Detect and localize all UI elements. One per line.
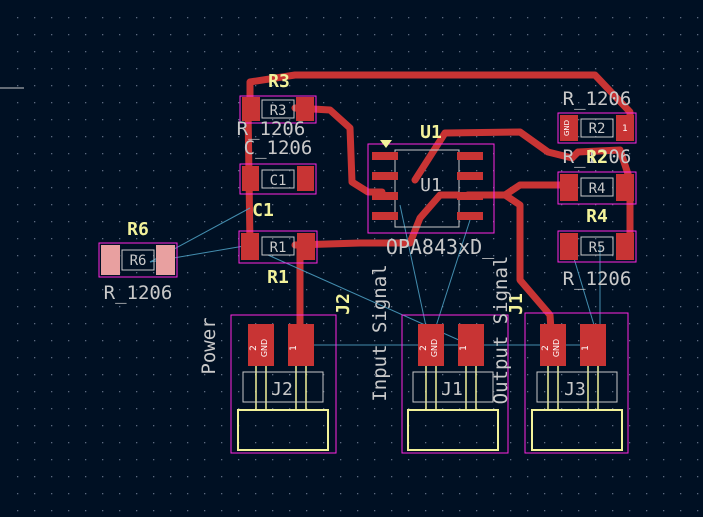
r2-value: R_1206 <box>563 88 632 110</box>
r2-ref: R2 <box>586 147 608 168</box>
trace[interactable] <box>291 191 462 249</box>
footprint-r1[interactable]: R1 R1 <box>238 230 318 288</box>
r4-fab-ref: R4 <box>589 181 606 197</box>
j3-pad-label: GND <box>552 339 561 357</box>
connector-j3[interactable]: 2 GND 1 J3 Output Signal <box>490 256 629 454</box>
r6-value: R_1206 <box>104 282 173 304</box>
j1-pad-label: 1 <box>459 345 469 351</box>
j2-value: Power <box>198 317 220 374</box>
r3-value: R_1206 <box>237 118 306 140</box>
j2-pad-label: GND <box>260 339 269 357</box>
r2-pad-label: 1 <box>622 124 628 134</box>
r3-fab-ref: R3 <box>270 103 287 119</box>
r6-fab-ref: R6 <box>130 253 147 269</box>
r2-value-2: R_1206 <box>563 146 632 168</box>
trace[interactable] <box>246 71 634 126</box>
j1-fab-ref: J1 <box>441 379 463 400</box>
j1-ref: J1 <box>506 293 527 315</box>
j1-pad-label: 2 <box>419 345 429 351</box>
j2-fab-ref: J2 <box>271 379 293 400</box>
r2-pad-label: GND <box>563 120 571 136</box>
u1-ref: U1 <box>420 122 442 143</box>
copper-traces[interactable] <box>244 71 634 349</box>
trace[interactable] <box>464 191 556 349</box>
r5-fab-ref: R5 <box>589 240 606 256</box>
j3-pad-label: 1 <box>581 345 591 351</box>
connector-j2[interactable]: 2 GND 1 J2 Power J2 <box>198 293 354 454</box>
connector-j1[interactable]: 2 GND 1 J1 Input Signal J1 <box>369 264 527 454</box>
r4-ref: R4 <box>586 206 608 227</box>
r3-ref: R3 <box>268 71 290 92</box>
r1-ref: R1 <box>267 267 289 288</box>
j2-pad-label: 1 <box>289 345 299 351</box>
footprint-r6[interactable]: R6 R6 R_1206 <box>98 219 178 304</box>
trace[interactable] <box>291 104 386 196</box>
footprint-c1[interactable]: C1 C_1206 C1 <box>239 137 317 221</box>
j1-pad-label: GND <box>430 339 439 357</box>
footprint-u1[interactable]: U1 U1 OPA843xD_ <box>367 122 495 259</box>
footprint-r2[interactable]: GND 1 R2 R_1206 R_1206 R2 <box>557 88 637 168</box>
j3-fab-ref: J3 <box>564 379 586 400</box>
c1-fab-ref: C1 <box>270 173 287 189</box>
u1-fab-ref: U1 <box>420 175 442 196</box>
trace[interactable] <box>411 128 582 184</box>
r6-ref: R6 <box>127 219 149 240</box>
j1-value: Input Signal <box>369 264 391 401</box>
j2-pad-label: 2 <box>249 345 259 351</box>
c1-value: C_1206 <box>244 137 313 159</box>
r1-fab-ref: R1 <box>270 240 287 256</box>
j3-value: Output Signal <box>490 256 512 405</box>
j2-ref: J2 <box>333 293 354 315</box>
c1-ref: C1 <box>252 200 274 221</box>
j3-pad-label: 2 <box>541 345 551 351</box>
u1-value: OPA843xD_ <box>386 235 495 259</box>
r5-value: R_1206 <box>563 268 632 290</box>
footprint-r3[interactable]: R3 R3 R_1206 <box>237 71 317 140</box>
footprint-r5[interactable]: R5 R_1206 <box>557 230 637 290</box>
r2-fab-ref: R2 <box>589 121 606 137</box>
trace[interactable] <box>574 146 634 249</box>
footprint-r4[interactable]: R4 R4 <box>557 171 637 227</box>
